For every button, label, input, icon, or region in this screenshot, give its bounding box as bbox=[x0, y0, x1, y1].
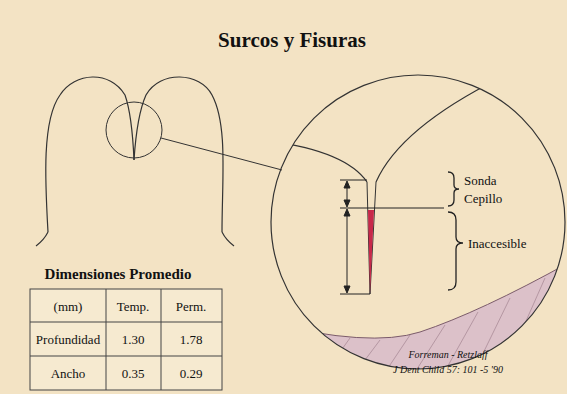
tool-label: Cepillo bbox=[464, 192, 502, 205]
magnifier-circle bbox=[271, 75, 565, 369]
table-cell: Perm. bbox=[176, 300, 207, 313]
citation: Forreman - Retzlaff bbox=[408, 350, 487, 360]
tool-label: Sonda bbox=[464, 174, 497, 187]
table-cell: 1.78 bbox=[180, 333, 203, 346]
dimension-arrows bbox=[340, 180, 444, 294]
table-cell: 0.35 bbox=[122, 367, 145, 380]
braces bbox=[448, 172, 463, 290]
table-cell: Ancho bbox=[51, 367, 86, 380]
table-title: Dimensiones Promedio bbox=[45, 267, 192, 282]
table-grid bbox=[30, 289, 222, 390]
table-cell: Profundidad bbox=[36, 333, 100, 346]
citation: J Dent Child 57: 101 -5 '90 bbox=[393, 365, 503, 375]
zone-label: Inaccesible bbox=[468, 237, 526, 250]
inaccessible-zone bbox=[368, 210, 374, 294]
tooth-outline bbox=[36, 77, 234, 246]
table-cell: (mm) bbox=[54, 300, 83, 313]
table-cell: 1.30 bbox=[122, 333, 145, 346]
detail-circle bbox=[106, 102, 162, 158]
table-cell: 0.29 bbox=[180, 367, 203, 380]
leader-line bbox=[161, 138, 282, 170]
slide-title: Surcos y Fisuras bbox=[218, 30, 366, 51]
table-cell: Temp. bbox=[117, 300, 150, 313]
